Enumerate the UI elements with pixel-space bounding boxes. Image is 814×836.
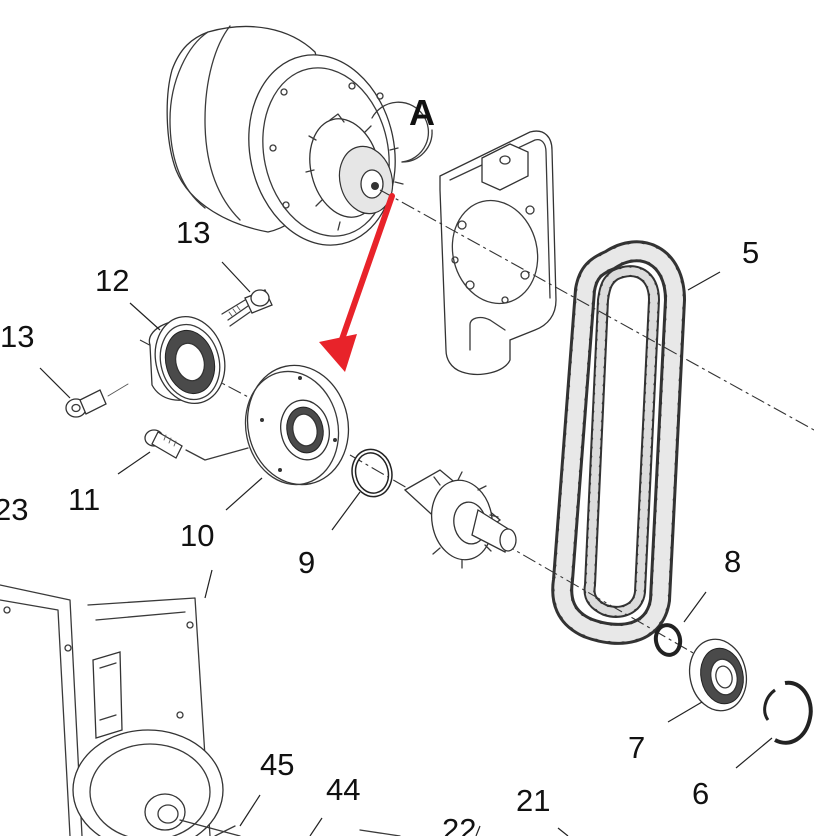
center-axis xyxy=(379,189,814,431)
mounting-plate xyxy=(439,130,557,375)
callout-13-left: 13 xyxy=(0,319,34,354)
callout-labels: 13 12 13 11 23 10 9 5 8 7 6 45 44 21 22 xyxy=(0,215,759,836)
part-8-circlip xyxy=(653,623,683,657)
red-indicator-arrow xyxy=(319,193,395,372)
callout-a: A xyxy=(409,92,435,133)
callout-9: 9 xyxy=(298,545,315,580)
leader-lines xyxy=(39,261,773,836)
detail-a-marker: A xyxy=(371,92,435,163)
part-7-bearing xyxy=(688,638,748,712)
part-12-bearing-housing xyxy=(148,315,226,405)
callout-23: 23 xyxy=(0,492,28,527)
callout-22: 22 xyxy=(442,812,476,836)
roller-chain xyxy=(551,240,687,645)
callout-10: 10 xyxy=(180,518,214,553)
callout-5: 5 xyxy=(742,235,759,270)
callout-13-top: 13 xyxy=(176,215,210,250)
callout-21: 21 xyxy=(516,783,550,818)
drive-sprocket xyxy=(403,469,517,569)
part-10-flange xyxy=(244,364,350,486)
callout-45: 45 xyxy=(260,747,294,782)
callout-8: 8 xyxy=(724,544,741,579)
part-13-screw-left xyxy=(65,383,129,418)
callout-11: 11 xyxy=(68,482,100,517)
motor-assembly xyxy=(166,25,404,246)
part-11-screw xyxy=(144,429,249,461)
part-13-screw-top xyxy=(221,289,273,327)
callout-6: 6 xyxy=(692,776,709,811)
part-6-retaining-ring xyxy=(763,680,813,745)
callout-44: 44 xyxy=(326,772,360,807)
lower-frame xyxy=(0,584,401,836)
callout-7: 7 xyxy=(628,730,645,765)
part-9-circlip xyxy=(351,448,393,498)
callout-12: 12 xyxy=(95,263,129,298)
